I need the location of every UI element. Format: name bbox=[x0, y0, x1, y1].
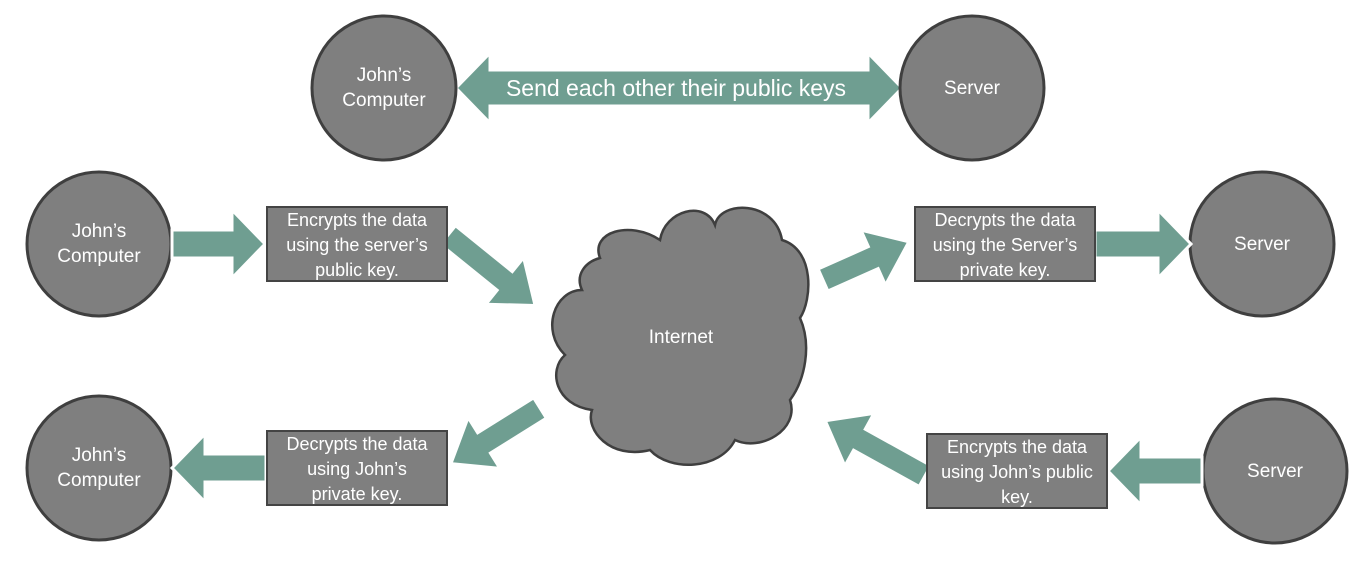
arrow-left-icon bbox=[169, 430, 268, 506]
arrow-down-right-icon bbox=[438, 223, 537, 308]
johns-computer-label-top: John’s Computer bbox=[342, 65, 426, 111]
arrow-up-left-icon bbox=[823, 411, 933, 489]
decrypt-with-server-private-key-box: Decrypts the data using the Server’s pri… bbox=[914, 206, 1096, 282]
arrow-up-right-icon bbox=[816, 228, 912, 293]
decrypt-with-johns-private-key-box: Decrypts the data using John’s private k… bbox=[266, 430, 448, 506]
banner-label: Send each other their public keys bbox=[505, 75, 847, 101]
arrow-left-icon bbox=[1105, 433, 1204, 509]
server-label-top: Server bbox=[944, 77, 1000, 99]
arrow-right-icon bbox=[170, 206, 268, 282]
encrypt-with-server-public-key-box: Encrypts the data using the server’s pub… bbox=[266, 206, 448, 282]
arrow-down-left-icon bbox=[448, 395, 549, 471]
server-circle-top bbox=[898, 14, 1046, 162]
server-label-middle: Server bbox=[1234, 233, 1290, 255]
arrow-right-icon bbox=[1093, 206, 1194, 282]
internet-label: Internet bbox=[648, 326, 714, 348]
johns-computer-circle-top bbox=[310, 14, 458, 162]
server-label-bottom: Server bbox=[1247, 460, 1303, 482]
johns-computer-label-bottom: John’s Computer bbox=[57, 445, 141, 491]
internet-cloud bbox=[551, 206, 810, 466]
johns-computer-label-middle: John’s Computer bbox=[57, 221, 141, 267]
encrypt-with-johns-public-key-box: Encrypts the data using John’s public ke… bbox=[926, 433, 1108, 509]
